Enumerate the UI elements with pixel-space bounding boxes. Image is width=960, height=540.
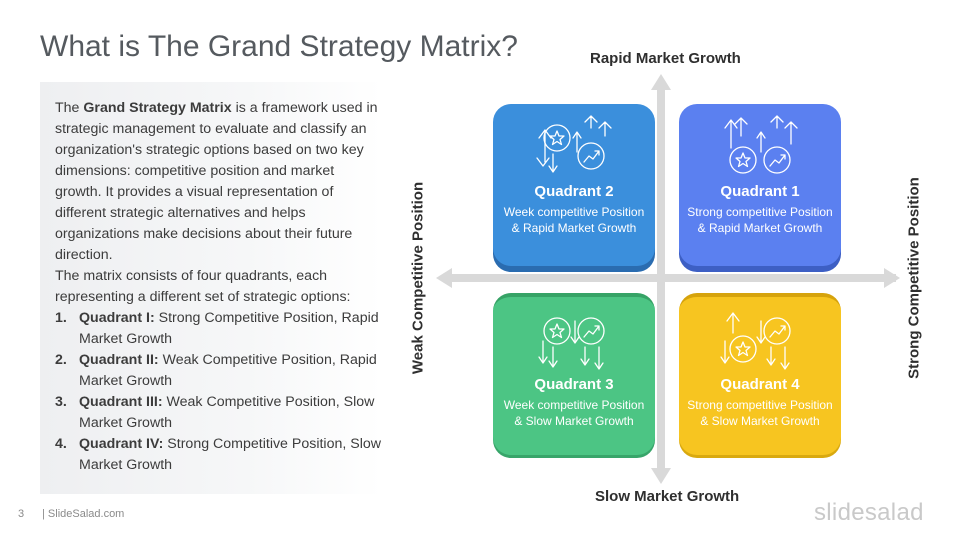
- list-number: 1.: [55, 310, 67, 326]
- intro2-paragraph: The matrix consists of four quadrants, e…: [55, 268, 351, 305]
- list-number: 4.: [55, 436, 67, 452]
- list-item-text: Strong Competitive Position, Rapid Marke…: [79, 310, 379, 347]
- brand-logo: slidesalad: [814, 499, 924, 526]
- footer-site: | SlideSalad.com: [42, 508, 125, 520]
- arrow-down-icon: [651, 468, 671, 484]
- quadrant-3-description: Week competitive Position & Slow Market …: [503, 398, 645, 428]
- arrow-up-icon: [651, 74, 671, 90]
- quadrant-2-card: Quadrant 2 Week competitive Position & R…: [493, 104, 655, 266]
- list-item: 3. Quadrant III: Weak Competitive Positio…: [55, 392, 382, 434]
- quadrant-4-description: Strong competitive Position & Slow Marke…: [687, 398, 833, 428]
- list-item-term: Quadrant II:: [79, 352, 159, 368]
- list-item-term: Quadrant IV:: [79, 436, 164, 452]
- list-item: 4. Quadrant IV: Strong Competitive Positi…: [55, 434, 382, 476]
- quadrant-3-title: Quadrant 3: [534, 376, 614, 393]
- axis-label-top: Rapid Market Growth: [590, 50, 741, 67]
- quadrant-2-title: Quadrant 2: [534, 183, 614, 200]
- quadrant-3-card: Quadrant 3 Week competitive Position & S…: [493, 293, 655, 455]
- slide-title: What is The Grand Strategy Matrix?: [40, 30, 518, 63]
- list-item-term: Quadrant III:: [79, 394, 163, 410]
- list-item-text: Weak Competitive Position, Rapid Market …: [79, 352, 377, 389]
- grand-strategy-matrix: Rapid Market Growth Slow Market Growth W…: [400, 40, 960, 520]
- list-number: 3.: [55, 394, 67, 410]
- star-and-trend-icon: [493, 114, 655, 182]
- page-number: 3: [18, 508, 25, 520]
- matrix-axes: [436, 74, 900, 484]
- list-item: 2. Quadrant II: Weak Competitive Position…: [55, 350, 382, 392]
- list-item-text: Weak Competitive Position, Slow Market G…: [79, 394, 375, 431]
- list-item-text: Strong Competitive Position, Slow Market…: [79, 436, 382, 473]
- quadrant-1-description: Strong competitive Position & Rapid Mark…: [687, 205, 833, 235]
- quadrant-list: 1. Quadrant I: Strong Competitive Positio…: [55, 308, 382, 476]
- quadrant-4-card: Quadrant 4 Strong competitive Position &…: [679, 293, 841, 455]
- axis-label-left: Weak Competitive Position: [409, 181, 427, 375]
- list-number: 2.: [55, 352, 67, 368]
- arrow-left-icon: [436, 268, 452, 288]
- star-and-trend-icon: [679, 114, 841, 182]
- list-item-term: Quadrant I:: [79, 310, 155, 326]
- horizontal-axis-line: [446, 274, 896, 282]
- intro-prefix: The: [55, 100, 84, 116]
- quadrant-1-title: Quadrant 1: [720, 183, 800, 200]
- description-panel: The Grand Strategy Matrix is a framework…: [40, 82, 382, 494]
- quadrant-1-card: Quadrant 1 Strong competitive Position &…: [679, 104, 841, 266]
- arrow-right-icon: [884, 268, 900, 288]
- star-and-trend-icon: [493, 307, 655, 375]
- quadrant-2-description: Week competitive Position & Rapid Market…: [503, 205, 645, 235]
- intro-bold-term: Grand Strategy Matrix: [83, 100, 232, 116]
- intro-rest: is a framework used in strategic managem…: [55, 100, 378, 263]
- quadrant-4-title: Quadrant 4: [720, 376, 800, 393]
- axis-label-right: Strong Competitive Position: [905, 177, 923, 379]
- intro-paragraph: The Grand Strategy Matrix is a framework…: [55, 98, 382, 266]
- list-item: 1. Quadrant I: Strong Competitive Positio…: [55, 308, 382, 350]
- axis-label-bottom: Slow Market Growth: [595, 488, 740, 505]
- star-and-trend-icon: [679, 307, 841, 375]
